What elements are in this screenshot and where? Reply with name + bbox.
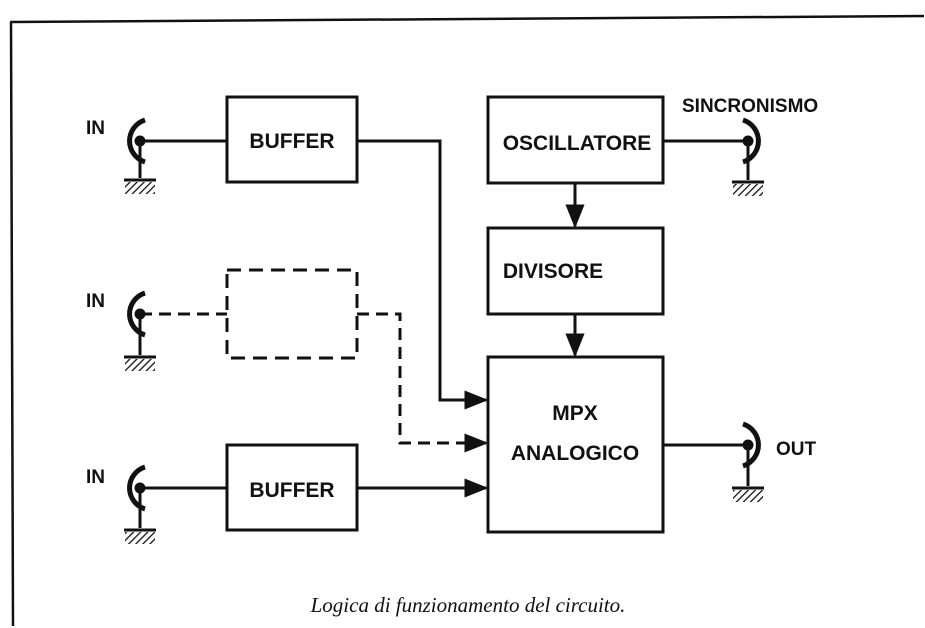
optional-buffer-block [225,268,359,360]
wire-buffer-top-mpx [357,139,489,410]
sync-label: SINCRONISMO [682,96,818,117]
ground-icon [733,184,763,196]
input-label-1: IN [86,118,105,139]
ground-icon [125,182,155,194]
oscillator-label: OSCILLATORE [503,132,652,155]
input-label-2: IN [86,291,105,312]
divider-block [486,226,665,316]
wire-optional-mpx [357,312,489,453]
buffer-bottom-label: BUFFER [249,479,334,502]
input-connector-2 [124,290,156,371]
ground-icon [125,532,155,544]
ground-icon [125,359,155,371]
figure-frame [9,14,925,627]
input-connector-1 [124,117,156,194]
input-connector-3 [124,464,156,544]
mpx-label-line2: ANALOGICO [511,442,639,465]
mpx-label-line1: MPX [552,402,598,425]
ground-icon [733,490,763,502]
output-label: OUT [776,439,817,460]
divider-label: DIVISORE [503,260,603,283]
buffer-top-label: BUFFER [249,130,334,153]
input-label-3: IN [86,467,105,488]
oscillator-block [486,95,665,185]
mpx-analog-block [486,355,665,534]
sync-connector [732,117,764,196]
output-connector [732,421,764,502]
figure-caption: Logica di funzionamento del circuito. [310,593,626,617]
